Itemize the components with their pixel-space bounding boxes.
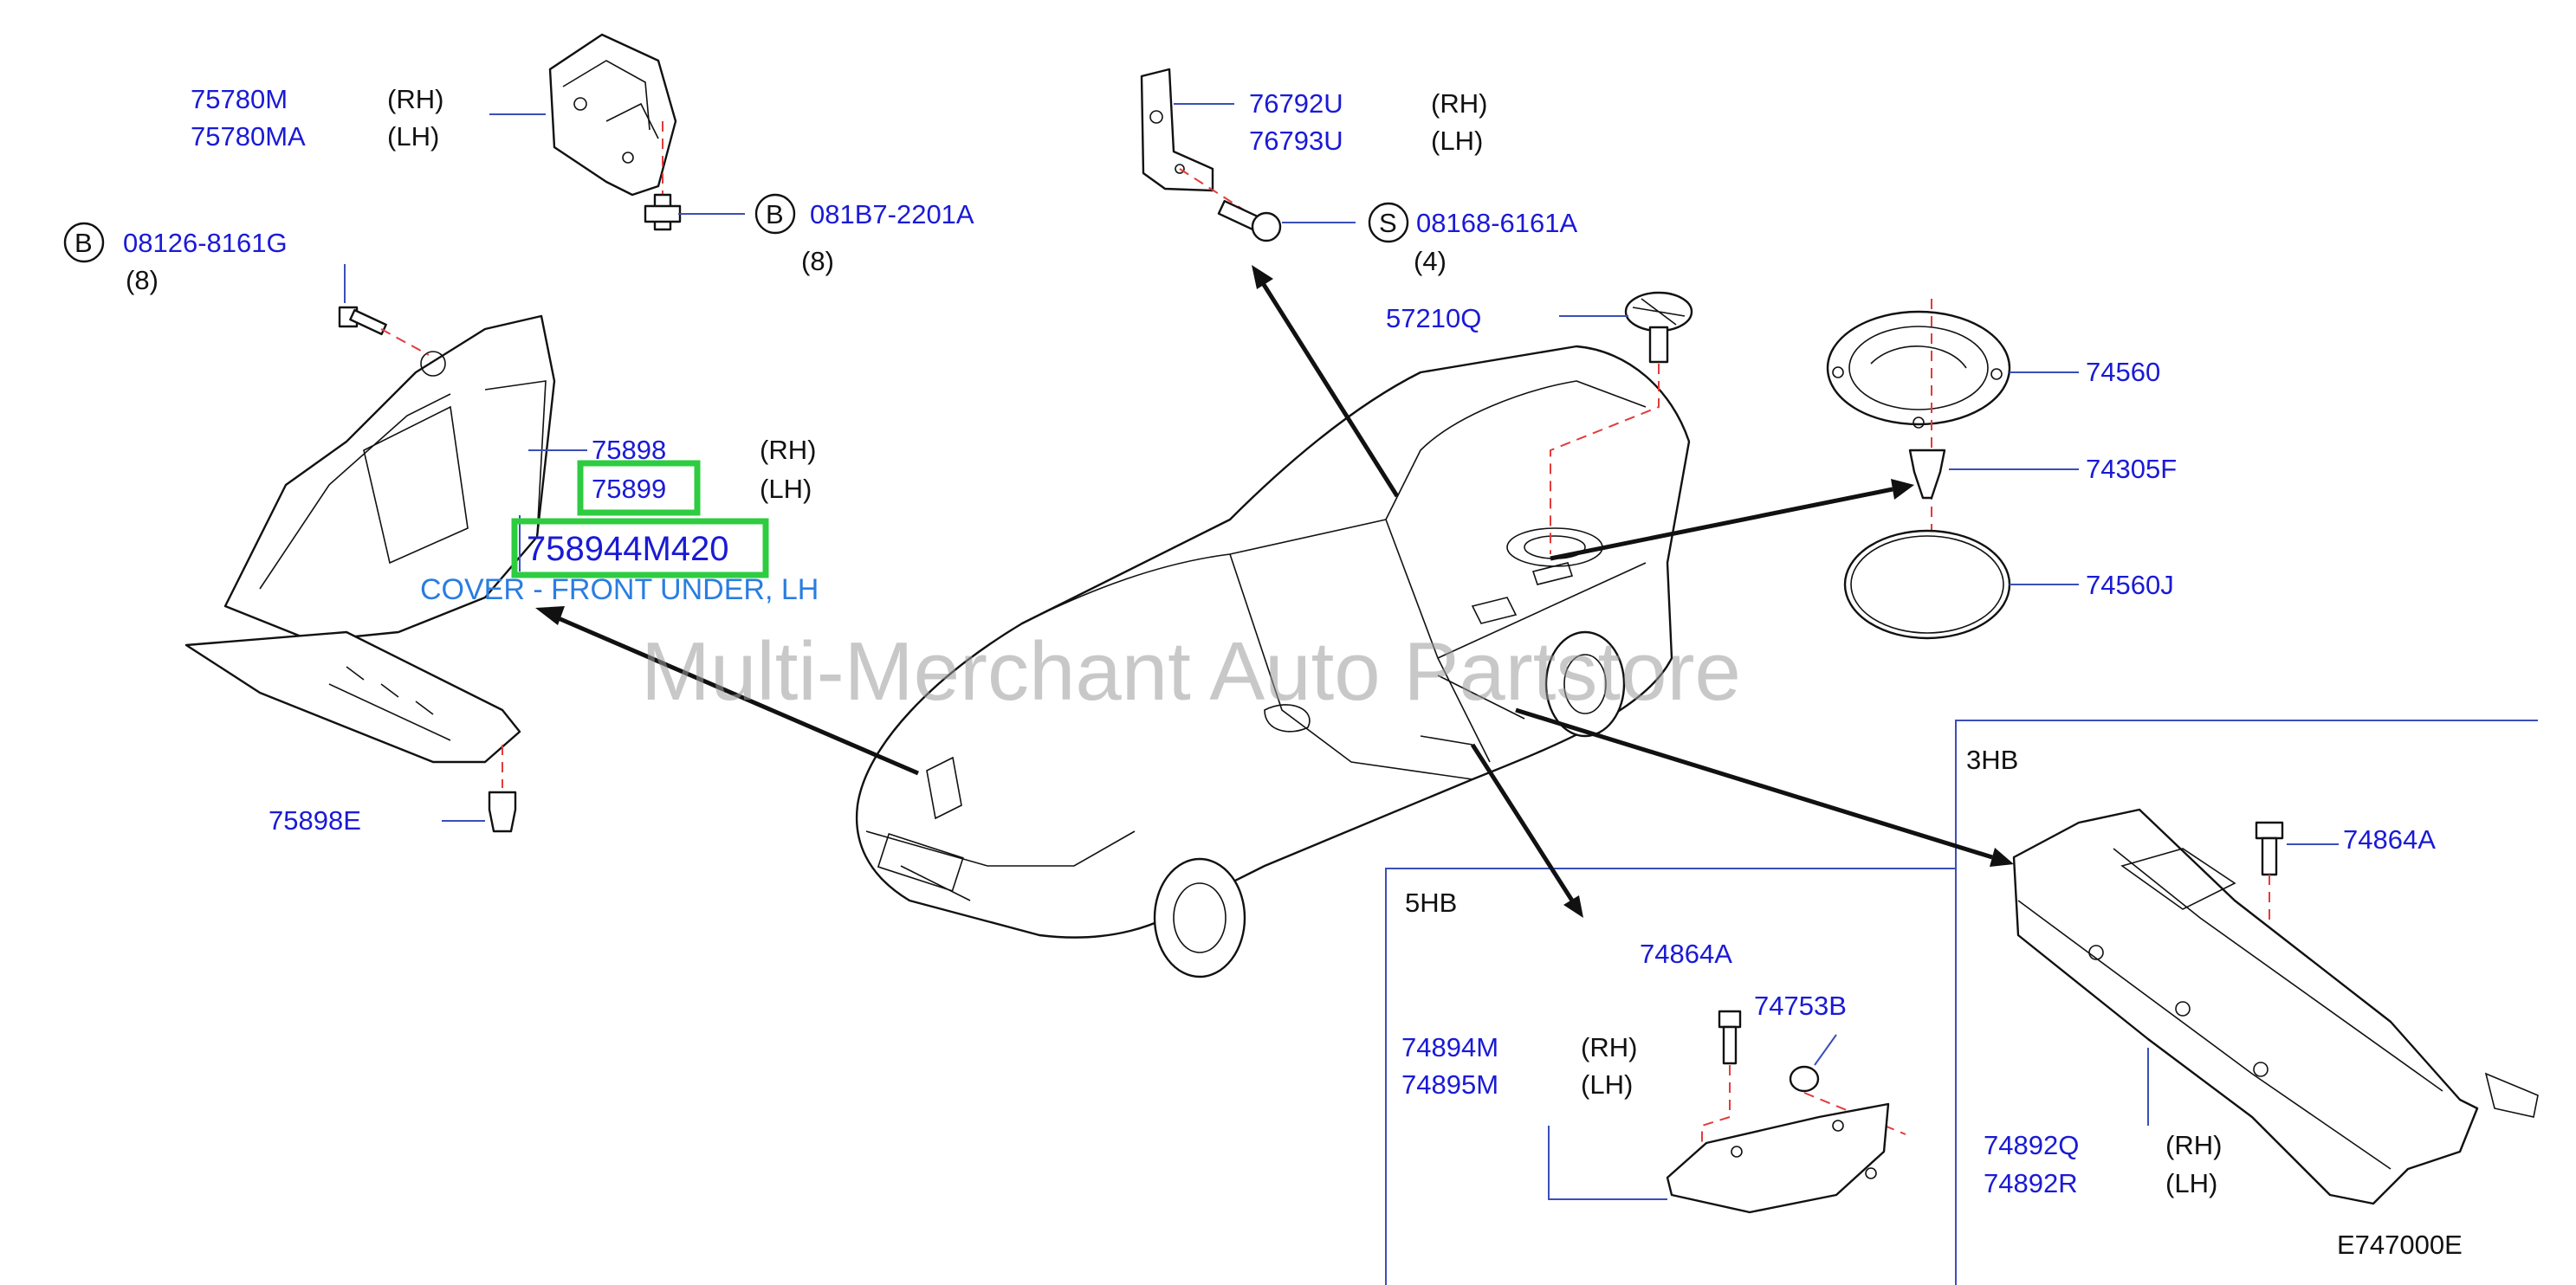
bracket-74894m-illustration	[1666, 1102, 1890, 1214]
qualifier-75780m: (RH)	[387, 84, 443, 114]
bolt-74864a-5hb-icon	[1718, 1010, 1742, 1065]
qualifier-74895m: (LH)	[1581, 1069, 1633, 1100]
ring-74560j-illustration	[1843, 529, 2011, 640]
qualifier-75899: (LH)	[760, 474, 812, 504]
qualifier-74892r: (LH)	[2165, 1168, 2217, 1198]
bolt-08126-icon	[338, 306, 387, 336]
part-number-08168-6161a[interactable]: 08168-6161A	[1416, 208, 1577, 238]
callout-circle-b-right	[754, 193, 796, 235]
highlight-75899	[577, 460, 701, 516]
car-illustration	[855, 345, 1691, 978]
reinforcement-74892q-illustration	[2012, 808, 2539, 1205]
panel-label-3hb: 3HB	[1966, 745, 2018, 775]
clip-74305f-icon	[1908, 449, 1946, 500]
panel-label-5hb: 5HB	[1405, 888, 1457, 918]
part-number-08126-8161g[interactable]: 08126-8161G	[123, 228, 288, 258]
part-number-76792u[interactable]: 76792U	[1249, 88, 1343, 119]
part-number-75780ma[interactable]: 75780MA	[191, 121, 306, 152]
part-number-74894m[interactable]: 74894M	[1401, 1032, 1498, 1062]
callout-letter-b-right: B	[766, 199, 784, 229]
qty-08126-8161g: (8)	[126, 265, 159, 295]
callout-circle-s	[1368, 202, 1409, 243]
qty-08168-6161a: (4)	[1414, 246, 1447, 276]
callout-arrows	[535, 265, 2014, 918]
bracket-76792u-illustration	[1140, 68, 1214, 192]
bolt-74864a-3hb-icon	[2255, 821, 2284, 876]
qualifier-74892q: (RH)	[2165, 1130, 2222, 1160]
front-under-cover-illustration	[184, 314, 556, 764]
qualifier-76792u: (RH)	[1431, 88, 1487, 119]
part-number-74864a-5hb[interactable]: 74864A	[1640, 939, 1732, 969]
part-number-75898e[interactable]: 75898E	[269, 805, 361, 836]
part-number-57210q[interactable]: 57210Q	[1386, 303, 1481, 333]
part-number-74305f[interactable]: 74305F	[2086, 454, 2177, 484]
clip-75898e-icon	[488, 791, 517, 833]
panel-frames	[1385, 720, 2538, 1285]
highlight-758944m420	[511, 518, 769, 578]
grommet-57210q-icon	[1624, 291, 1693, 364]
part-number-74864a-3hb[interactable]: 74864A	[2343, 824, 2436, 855]
part-number-758944m420[interactable]: 758944M420	[527, 530, 729, 568]
qualifier-75780ma: (LH)	[387, 121, 439, 152]
qualifier-74894m: (RH)	[1581, 1032, 1637, 1062]
part-number-75898[interactable]: 75898	[592, 435, 666, 465]
part-number-74560j[interactable]: 74560J	[2086, 570, 2174, 600]
callout-letter-s: S	[1379, 208, 1397, 238]
part-number-76793u[interactable]: 76793U	[1249, 126, 1343, 156]
qualifier-76793u: (LH)	[1431, 126, 1483, 156]
part-number-081b7-2201a[interactable]: 081B7-2201A	[810, 199, 974, 229]
callout-circle-b-left	[63, 222, 105, 263]
part-number-74892r[interactable]: 74892R	[1984, 1168, 2078, 1198]
qualifier-75898: (RH)	[760, 435, 816, 465]
watermark: Multi-Merchant Auto Partstore	[641, 625, 1741, 718]
part-number-74895m[interactable]: 74895M	[1401, 1069, 1498, 1100]
bracket-75780m-illustration	[548, 33, 677, 197]
part-number-74892q[interactable]: 74892Q	[1984, 1130, 2079, 1160]
part-number-74753b[interactable]: 74753B	[1754, 991, 1847, 1021]
callout-letter-b-left: B	[74, 228, 93, 258]
bolt-08168-icon	[1217, 199, 1282, 242]
part-number-75899[interactable]: 75899	[592, 474, 666, 504]
bolt-081b7-icon	[644, 193, 682, 231]
diagram-code: E747000E	[2337, 1230, 2463, 1260]
part-number-75780m[interactable]: 75780M	[191, 84, 288, 114]
cover-74560-illustration	[1826, 310, 2011, 429]
part-description-758944m420: COVER - FRONT UNDER, LH	[420, 573, 819, 606]
nut-74753b-icon	[1789, 1065, 1820, 1093]
qty-081b7-2201a: (8)	[801, 246, 834, 276]
part-number-74560[interactable]: 74560	[2086, 357, 2160, 387]
